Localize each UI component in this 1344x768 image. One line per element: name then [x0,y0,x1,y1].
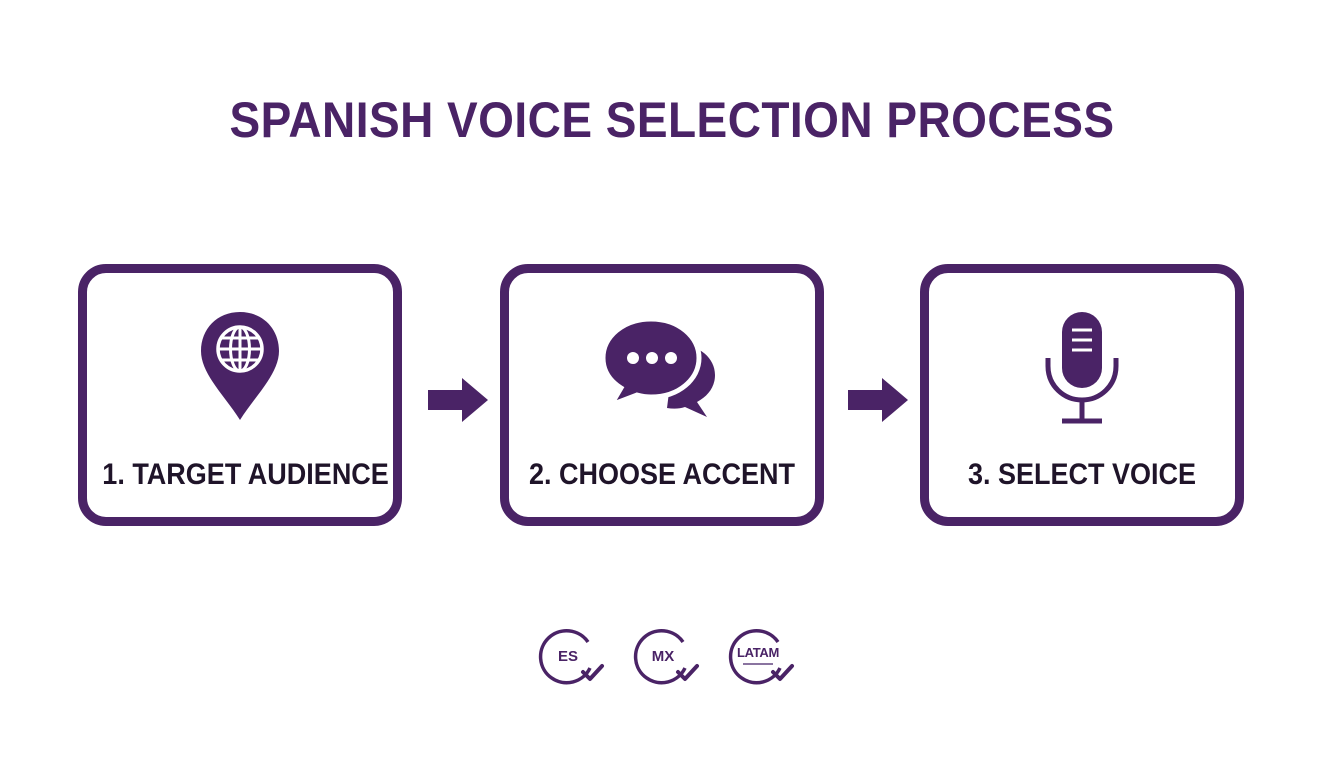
badge-es: ES [538,628,606,686]
step-target-audience: 1. TARGET AUDIENCE [78,264,402,526]
globe-location-pin-icon [87,303,393,433]
check-icon [538,628,604,685]
microphone-icon [929,303,1235,433]
step-label: 2. CHOOSE ACCENT [528,458,796,491]
badge-underline [728,662,788,666]
badge-latam: LATAM [728,628,796,686]
page-title: SPANISH VOICE SELECTION PROCESS [229,92,1115,148]
arrow-right-icon [428,378,490,422]
step-label: 1. TARGET AUDIENCE [102,458,389,491]
check-icon [633,628,699,685]
chat-bubbles-icon [509,303,815,433]
badge-label: LATAM [736,645,780,660]
badge-label: MX [651,648,675,665]
step-select-voice: 3. SELECT VOICE [920,264,1244,526]
arrow-right-icon [848,378,910,422]
badge-mx: MX [633,628,701,686]
badge-label: ES [557,648,578,665]
check-icon [728,628,794,685]
step-choose-accent: 2. CHOOSE ACCENT [500,264,824,526]
step-label: 3. SELECT VOICE [967,458,1197,491]
